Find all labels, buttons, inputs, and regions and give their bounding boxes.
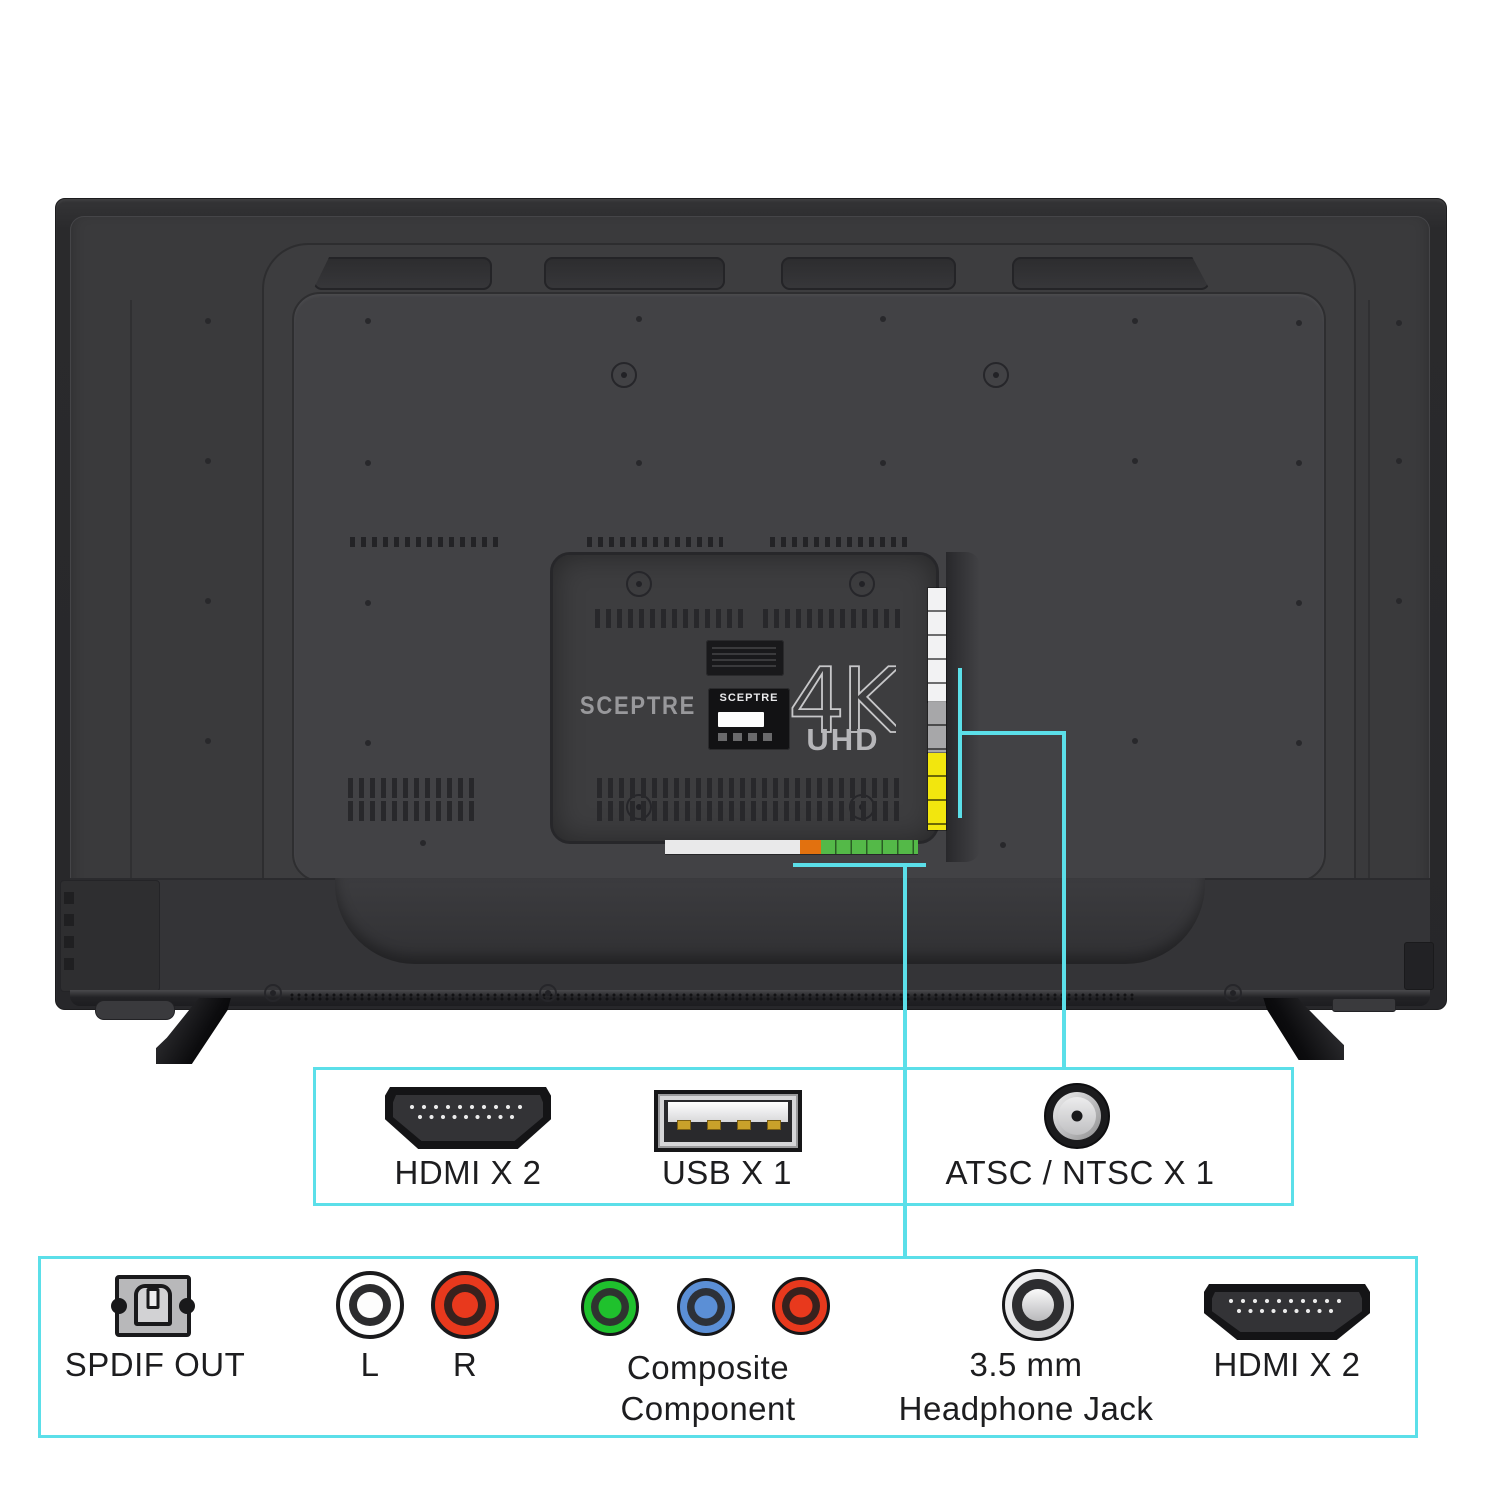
- cover-crease-left: [130, 300, 132, 878]
- side-io-panel: [60, 880, 160, 992]
- bottom-screw: [264, 984, 282, 1002]
- port-label-usb: USB X 1: [661, 1154, 793, 1191]
- hdmi2-icon: [1204, 1284, 1370, 1340]
- screw-dot: [1132, 738, 1138, 744]
- vent-teeth: [587, 537, 723, 547]
- screw-dot: [1296, 740, 1302, 746]
- badge-4k: 4K: [787, 648, 896, 740]
- screw-dot: [1296, 460, 1302, 466]
- svg-text:4K: 4K: [788, 649, 896, 740]
- spec-label: SCEPTRE: [708, 688, 790, 750]
- handle-slot: [544, 257, 725, 290]
- screw-dot: [420, 840, 426, 846]
- badge-uhd: UHD: [806, 722, 880, 757]
- side-port-strip-yellow: [928, 753, 946, 830]
- sceptre-logo: SCEPTRE: [579, 692, 697, 720]
- vent-row: [348, 778, 480, 798]
- usb-icon: [654, 1090, 802, 1152]
- bottom-port-strip-orange: [800, 840, 821, 854]
- rating-label-lines: [712, 647, 776, 667]
- vesa-hole: [983, 362, 1009, 388]
- screw-dot: [1396, 320, 1402, 326]
- screw-dot: [1132, 318, 1138, 324]
- callout-line-to-top-box: [1062, 731, 1066, 1069]
- spdif-icon: [111, 1275, 195, 1337]
- screw-dot: [636, 316, 642, 322]
- screw-dot: [205, 738, 211, 744]
- screw-dot: [1396, 458, 1402, 464]
- port-label-hdmi2: HDMI X 2: [1213, 1346, 1361, 1383]
- vent-row: [597, 778, 905, 798]
- handle-slot: [1012, 257, 1210, 290]
- handle-slot: [313, 257, 492, 290]
- vent-teeth: [350, 537, 500, 547]
- side-io-slots: [64, 892, 74, 976]
- screw-dot: [365, 740, 371, 746]
- rca-red-icon: [431, 1271, 499, 1339]
- vent-row: [595, 609, 745, 628]
- port-label-composite: Composite: [626, 1349, 790, 1386]
- screw-dot: [365, 318, 371, 324]
- rca-white-icon: [336, 1271, 404, 1339]
- port-label-spdif: SPDIF OUT: [64, 1346, 246, 1383]
- cover-crease-right: [1368, 300, 1370, 878]
- vesa-screw: [626, 571, 652, 597]
- screw-dot: [205, 318, 211, 324]
- port-label-headphone: 3.5 mm: [969, 1346, 1083, 1383]
- rating-label: [706, 640, 784, 676]
- port-label-headphone-2: Headphone Jack: [898, 1390, 1154, 1427]
- bottom-port-strip-white: [665, 840, 800, 854]
- callout-bracket-side-ports: [958, 668, 962, 818]
- hdmi-icon: [385, 1087, 551, 1149]
- speaker-bump: [335, 878, 1205, 964]
- port-label-audio-right: R: [452, 1346, 478, 1383]
- screw-dot: [880, 460, 886, 466]
- callout-line-horizontal-bottom: [793, 863, 926, 867]
- headphone-jack-icon: [1002, 1269, 1074, 1341]
- side-port-recess: [946, 552, 980, 862]
- spec-label-serial-area: [718, 712, 764, 727]
- bottom-tab-left: [95, 1000, 175, 1020]
- side-port-strip-gray: [928, 702, 946, 753]
- ports-box-top: HDMI X 2 USB X 1 ATSC / NTSC X 1: [313, 1067, 1294, 1206]
- screw-dot: [1296, 320, 1302, 326]
- rca-red2-icon: [772, 1277, 830, 1335]
- coax-icon: [1044, 1083, 1110, 1149]
- vesa-screw: [849, 571, 875, 597]
- screw-dot: [205, 458, 211, 464]
- bottom-port-strip-green: [821, 840, 918, 854]
- vesa-hole: [611, 362, 637, 388]
- bottom-tab-right: [1332, 998, 1396, 1012]
- spec-label-brand: SCEPTRE: [719, 692, 779, 704]
- screw-dot: [1396, 598, 1402, 604]
- callout-line-horizontal-top: [958, 731, 1066, 735]
- screw-dot: [365, 460, 371, 466]
- screw-dot: [880, 316, 886, 322]
- bottom-screw: [539, 984, 557, 1002]
- bottom-vent-dots: [290, 993, 1135, 1001]
- port-label-hdmi: HDMI X 2: [394, 1154, 542, 1191]
- rca-blue-icon: [677, 1278, 735, 1336]
- port-label-coax: ATSC / NTSC X 1: [945, 1154, 1215, 1191]
- screw-dot: [205, 598, 211, 604]
- vent-row: [597, 801, 905, 821]
- side-port-strip-white: [928, 588, 946, 702]
- port-label-audio-left: L: [360, 1346, 380, 1383]
- screw-dot: [1000, 842, 1006, 848]
- spec-label-cert-icons: [718, 733, 778, 741]
- bottom-screw: [1224, 984, 1242, 1002]
- ports-box-bottom: SPDIF OUT L R Composite Component: [38, 1256, 1418, 1438]
- vent-row: [763, 609, 905, 628]
- screw-dot: [365, 600, 371, 606]
- vent-teeth: [770, 537, 907, 547]
- power-inlet-cutout: [1404, 942, 1434, 990]
- screw-dot: [1296, 600, 1302, 606]
- screw-dot: [636, 460, 642, 466]
- callout-line-to-bottom-box: [903, 863, 907, 1258]
- rca-green-icon: [581, 1278, 639, 1336]
- screw-dot: [1132, 458, 1138, 464]
- vent-row: [348, 801, 480, 821]
- port-label-component: Component: [620, 1390, 796, 1427]
- handle-slot: [781, 257, 956, 290]
